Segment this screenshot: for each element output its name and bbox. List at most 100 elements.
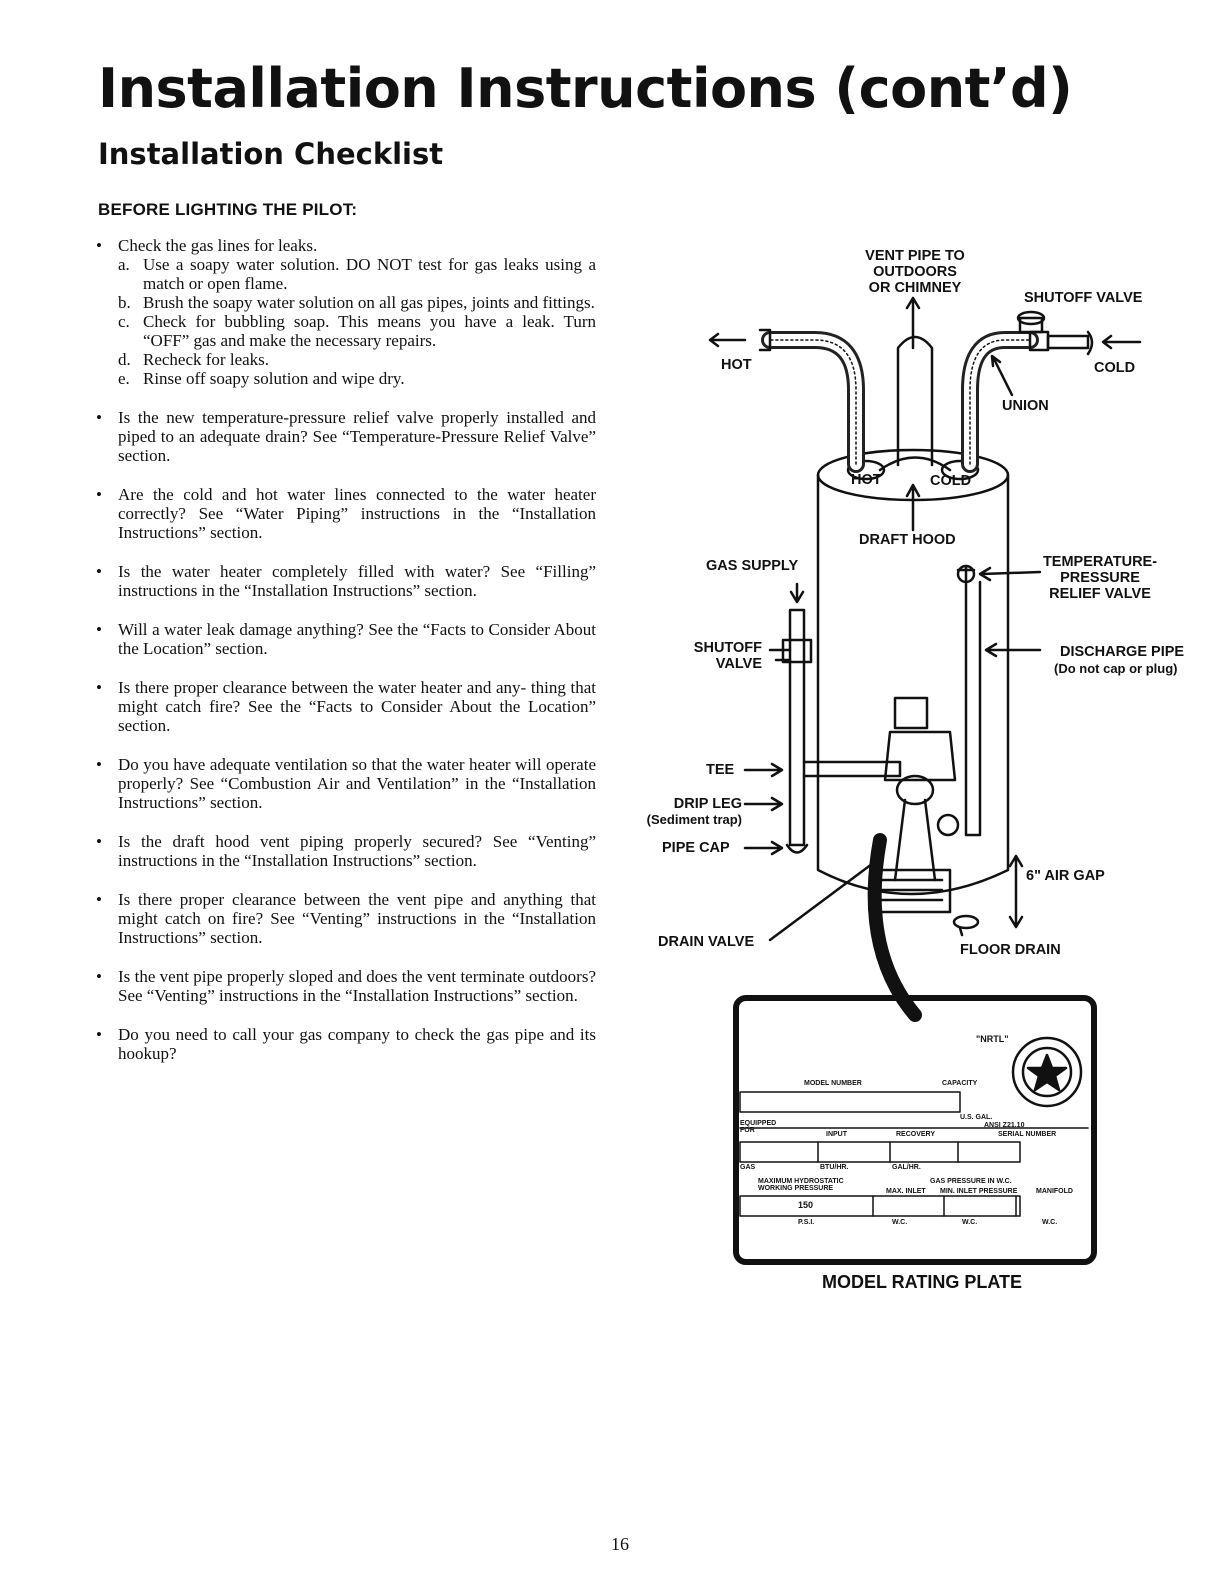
bullet: • [96, 485, 102, 504]
label-gas-supply: GAS SUPPLY [706, 558, 799, 574]
bullet: • [96, 620, 102, 639]
bullet: • [96, 236, 102, 255]
vent-pipe-line2: OUTDOORS [873, 264, 957, 280]
checklist-item: • Are the cold and hot water lines connec… [96, 485, 596, 542]
sub-steps: a. Use a soapy water solution. DO NOT tes… [118, 255, 596, 388]
sub-step-text: Recheck for leaks. [143, 350, 270, 369]
plate-value-150: 150 [798, 1200, 814, 1210]
label-draft-hood: DRAFT HOOD [859, 532, 956, 548]
plate-model-number: MODEL NUMBER [804, 1080, 862, 1087]
plate-galhr: GAL/HR. [892, 1164, 921, 1171]
checklist-item: • Do you need to call your gas company to… [96, 1025, 596, 1063]
checklist-item-text: Is there proper clearance between the wa… [118, 678, 596, 735]
tank-top [816, 448, 1010, 502]
label-drain-valve: DRAIN VALVE [658, 934, 755, 950]
label-shutoff-valve-top: SHUTOFF VALVE [1024, 290, 1143, 306]
checklist-item-text: Is the new temperature-pressure relief v… [118, 408, 596, 465]
floor-drain [952, 914, 980, 930]
checklist-item: •Is the draft hood vent piping properly … [96, 832, 596, 870]
draft-hood [878, 456, 952, 472]
checklist-item: •Is the vent pipe properly sloped and do… [96, 967, 596, 1005]
drain-valve [936, 813, 960, 837]
plate-manifold: MANIFOLD [1036, 1188, 1073, 1195]
sub-step-marker: d. [118, 350, 131, 369]
drip-leg-line2: (Sediment trap) [646, 812, 742, 827]
label-drip-leg: DRIP LEG (Sediment trap) [612, 796, 742, 828]
hot-flex-connector [761, 331, 865, 473]
plate-max-inlet: MAX. INLET [886, 1188, 926, 1195]
tee [802, 760, 902, 778]
vent-pipe [896, 335, 934, 467]
sub-step: a. Use a soapy water solution. DO NOT tes… [118, 255, 596, 293]
plate-psi: P.S.I. [798, 1219, 815, 1226]
label-vent-pipe: VENT PIPE TO OUTDOORS OR CHIMNEY [855, 248, 975, 296]
label-air-gap: 6" AIR GAP [1026, 868, 1105, 884]
checklist: • Check the gas lines for leaks. a.Use a… [96, 236, 596, 1083]
checklist-item: •Is the water heater completely filled w… [96, 562, 596, 600]
label-floor-drain: FLOOR DRAIN [960, 942, 1061, 958]
union [1028, 330, 1050, 352]
gas-shutoff-valve [781, 638, 813, 664]
checklist-item-text: Will a water leak damage anything? See t… [118, 620, 596, 658]
rating-plate-text: "NRTL" MODEL NUMBER CAPACITY U.S. GAL. E… [736, 998, 1094, 1262]
bullet: • [96, 1025, 102, 1044]
vent-pipe-line1: VENT PIPE TO [865, 248, 965, 264]
checklist-item-text: Are the cold and hot water lines connect… [118, 485, 596, 542]
sub-step-text: Rinse off soapy solution and wipe dry. [143, 369, 405, 388]
plate-serial-number: SERIAL NUMBER [998, 1131, 1057, 1138]
sub-step-text: Use a soapy water solution. DO NOT test … [143, 255, 596, 293]
tp-valve-line1: TEMPERATURE- [1042, 554, 1158, 570]
checklist-item: • Will a water leak damage anything? See … [96, 620, 596, 658]
checklist-item: • Is the new temperature-pressure relief … [96, 408, 596, 465]
sub-step: d. Recheck for leaks. [118, 350, 596, 369]
plate-nrtl: "NRTL" [976, 1034, 1009, 1044]
rating-plate-caption: MODEL RATING PLATE [822, 1272, 1022, 1292]
plate-gas-pressure: GAS PRESSURE IN W.C. [930, 1178, 1012, 1185]
checklist-subheading: BEFORE LIGHTING THE PILOT: [98, 200, 358, 219]
vent-pipe-line3: OR CHIMNEY [868, 280, 962, 296]
label-shutoff-valve: SHUTOFF VALVE [670, 640, 762, 672]
sub-step-text: Check for bubbling soap. This means you … [143, 312, 596, 350]
checklist-item: • Is there proper clearance between the v… [96, 890, 596, 947]
checklist-item-text: Is there proper clearance between the ve… [118, 890, 596, 947]
sub-step-marker: c. [118, 312, 130, 331]
sub-step-marker: e. [118, 369, 130, 388]
pipe-cap [785, 843, 809, 854]
checklist-item-text: Do you have adequate ventilation so that… [118, 755, 596, 812]
plate-capacity: CAPACITY [942, 1080, 978, 1087]
plate-equipped-for: EQUIPPED FOR [740, 1120, 777, 1134]
checklist-item: • Is there proper clearance between the w… [96, 678, 596, 735]
sub-step-marker: a. [118, 255, 130, 274]
label-tank-cold: COLD [930, 473, 972, 489]
plate-wc-2: W.C. [962, 1219, 978, 1226]
top-shutoff-valve [1018, 316, 1044, 334]
bullet: • [96, 408, 102, 427]
plate-btuhr: BTU/HR. [820, 1164, 849, 1171]
label-union: UNION [1002, 398, 1049, 414]
bullet: • [96, 562, 102, 581]
sub-step-marker: b. [118, 293, 131, 312]
discharge-pipe [964, 580, 982, 837]
plate-recovery: RECOVERY [896, 1131, 936, 1138]
tp-valve [956, 564, 976, 584]
burner-door [870, 868, 952, 914]
checklist-item-gas-leaks: • Check the gas lines for leaks. a.Use a… [96, 236, 596, 388]
plate-us-gal: U.S. GAL. [960, 1114, 993, 1121]
gas-control-valve [883, 730, 957, 782]
checklist-item-text: Do you need to call your gas company to … [118, 1025, 596, 1063]
label-discharge-note: (Do not cap or plug) [1054, 661, 1178, 676]
plate-wc-1: W.C. [892, 1219, 908, 1226]
plate-ansi: ANSI Z21.10 [984, 1122, 1025, 1129]
shutoff-line1: SHUTOFF [693, 640, 762, 656]
page-title: Installation Instructions (cont’d) [98, 57, 1073, 120]
plate-min-inlet: MIN. INLET PRESSURE [940, 1188, 1018, 1195]
sub-step-text: Brush the soapy water solution on all ga… [143, 293, 595, 312]
gas-supply-pipe [788, 608, 806, 847]
bullet: • [96, 678, 102, 697]
bullet: • [96, 890, 102, 909]
bullet: • [96, 967, 102, 986]
plate-gas: GAS [740, 1164, 756, 1171]
tp-valve-line3: RELIEF VALVE [1049, 586, 1151, 602]
label-tank-hot: HOT [851, 472, 882, 488]
plate-max-hydrostatic: MAXIMUM HYDROSTATIC WORKING PRESSURE [758, 1178, 844, 1192]
